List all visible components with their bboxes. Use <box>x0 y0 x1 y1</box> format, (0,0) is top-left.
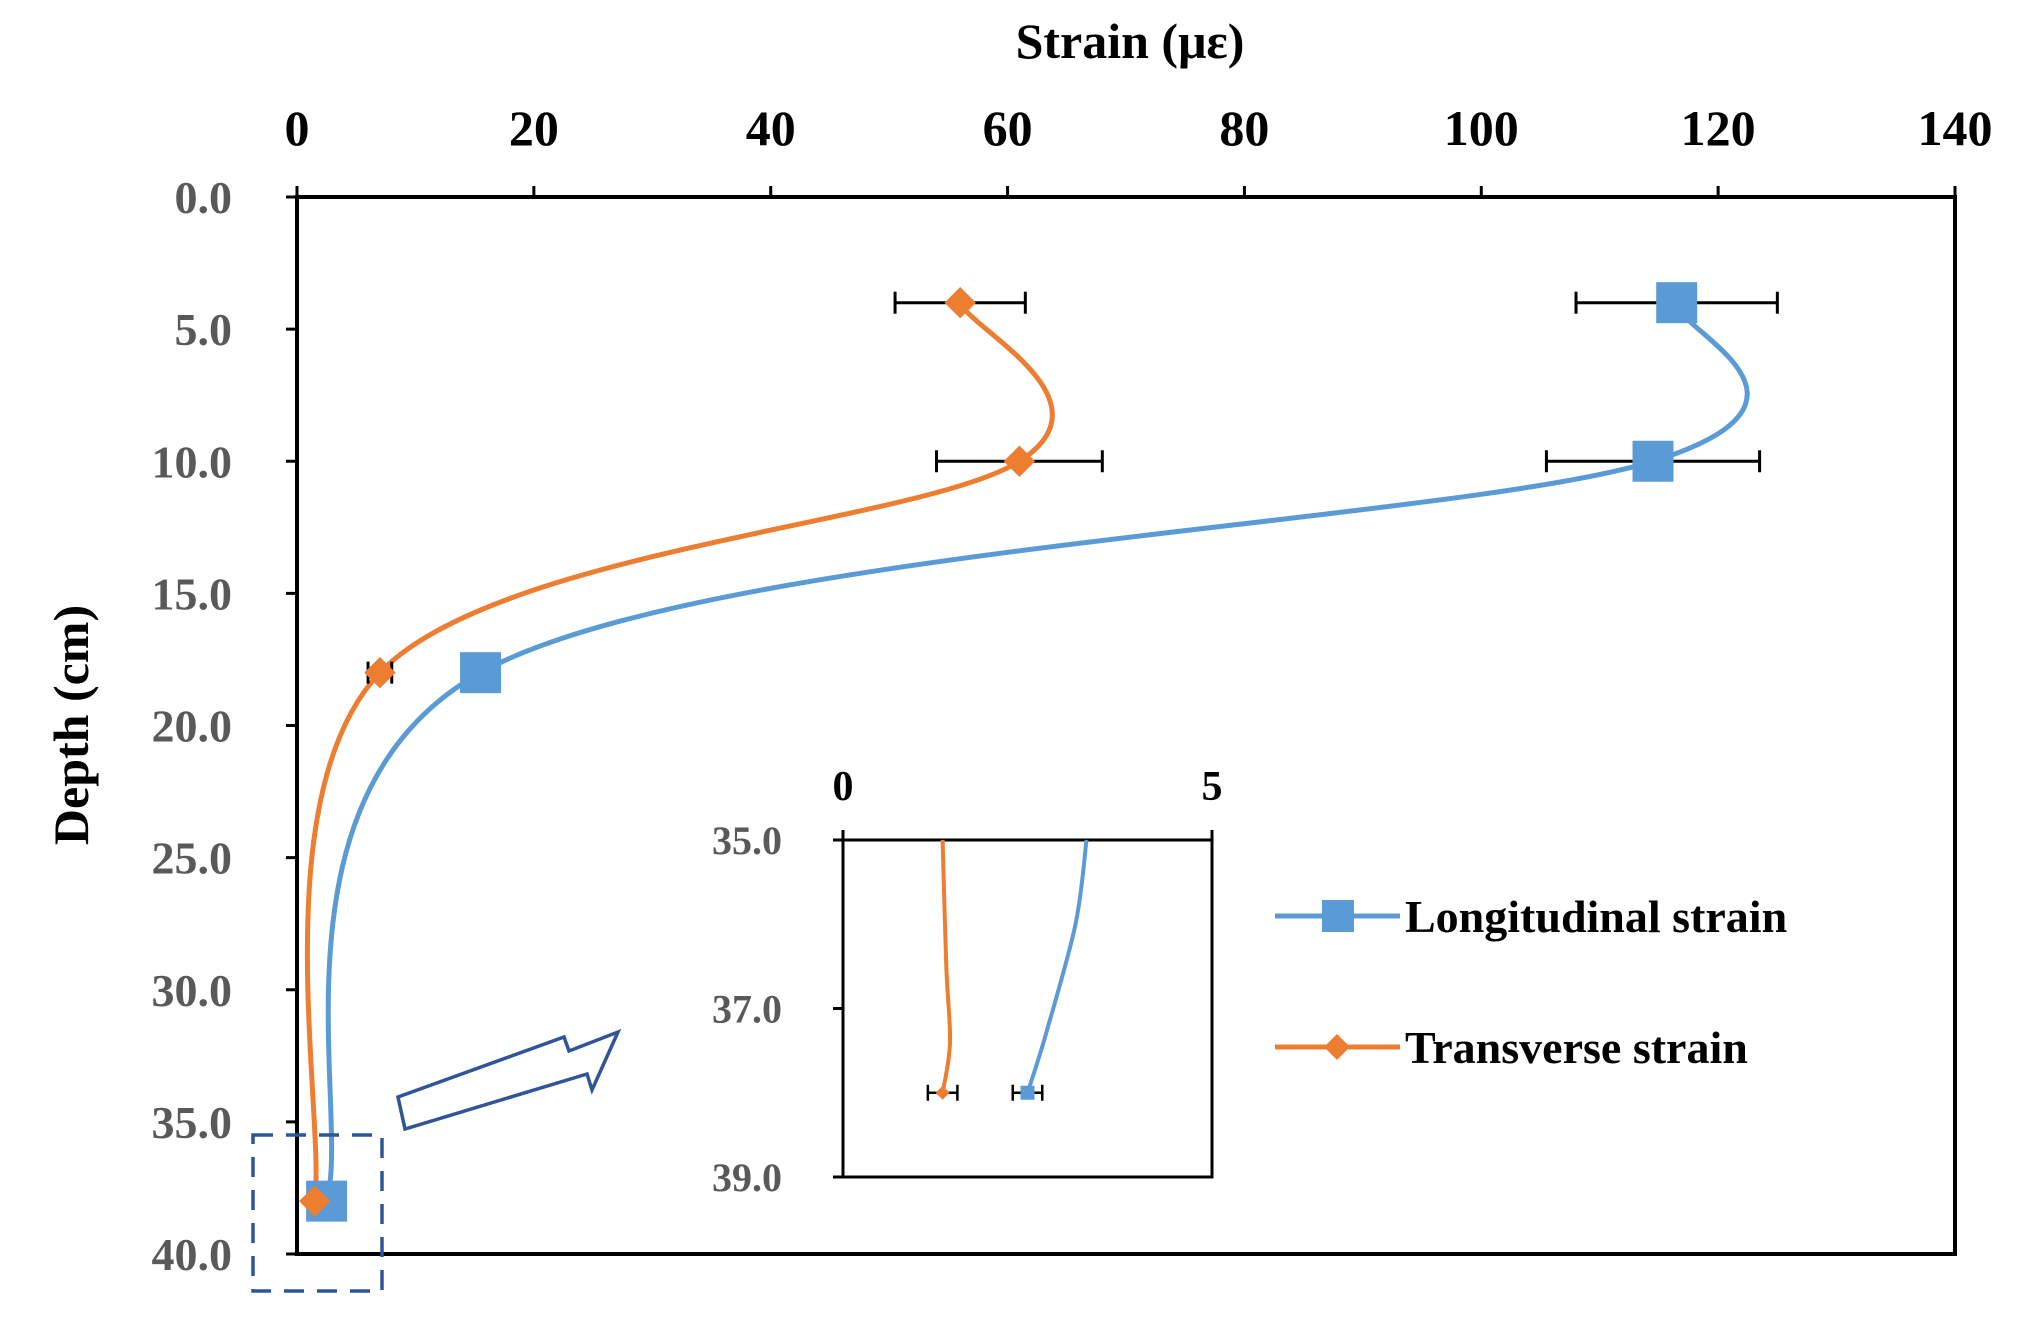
data-point-transverse <box>299 1185 331 1217</box>
legend-label: Longitudinal strain <box>1405 891 1787 942</box>
y-tick-label: 40.0 <box>152 1229 233 1280</box>
data-point-transverse <box>364 656 396 689</box>
error-bars <box>366 291 1779 684</box>
inset-frame <box>841 838 1214 1179</box>
data-point-transverse <box>1003 445 1036 477</box>
x-tick-label: 80 <box>1219 100 1269 156</box>
series-line-longitudinal <box>324 302 1750 1202</box>
legend-marker-square <box>1322 900 1354 932</box>
x-axis-title: Strain (με) <box>1016 13 1245 69</box>
inset-data-point-transverse <box>935 1085 950 1100</box>
inset-data-point-longitudinal <box>1020 1085 1035 1100</box>
x-tick-label: 40 <box>746 100 796 156</box>
inset-x-tick-label: 0 <box>833 764 854 810</box>
y-tick-label: 25.0 <box>152 833 233 884</box>
inset-x-tick-label: 5 <box>1202 764 1223 810</box>
y-tick-label: 20.0 <box>152 701 233 752</box>
x-tick-label: 20 <box>509 100 559 156</box>
inset-y-tick-label: 35.0 <box>712 818 782 863</box>
x-tick-label: 100 <box>1444 100 1519 156</box>
zoom-box <box>251 1133 384 1293</box>
zoom-arrow <box>395 1028 622 1132</box>
zoom-indicator <box>251 1028 622 1293</box>
legend-item: Transverse strain <box>1275 1022 1748 1073</box>
y-tick-label: 0.0 <box>175 172 233 223</box>
inset-y-tick-label: 39.0 <box>712 1155 782 1200</box>
series-line-transverse <box>304 301 1055 1202</box>
legend-item: Longitudinal strain <box>1275 891 1787 942</box>
legend-label: Transverse strain <box>1405 1022 1748 1073</box>
inset-line-longitudinal <box>1025 839 1089 1094</box>
data-point-longitudinal <box>1656 282 1698 324</box>
series-markers <box>299 282 1698 1222</box>
x-tick-label: 60 <box>983 100 1033 156</box>
y-tick-label: 10.0 <box>152 436 233 487</box>
data-point-longitudinal <box>1632 440 1674 482</box>
x-tick-label: 0 <box>285 100 310 156</box>
y-tick-label: 30.0 <box>152 965 233 1016</box>
x-tick-label: 120 <box>1681 100 1756 156</box>
y-tick-label: 35.0 <box>152 1097 233 1148</box>
main-plot: 0 20 40 60 80 100 120 140 0.0 5.0 10.0 15.0 20.0 25.0… <box>43 13 1993 1280</box>
y-tick-label: 5.0 <box>175 304 233 355</box>
data-point-transverse <box>944 286 976 319</box>
inset-y-tick-label: 37.0 <box>712 987 782 1032</box>
series-lines <box>304 301 1750 1202</box>
inset-line-transverse <box>940 839 953 1094</box>
inset-plot: 0 5 35.0 37.0 39.0 <box>712 764 1223 1200</box>
legend-marker-diamond <box>1324 1034 1350 1060</box>
y-tick-label: 15.0 <box>152 568 233 619</box>
x-tick-label: 140 <box>1918 100 1993 156</box>
data-point-longitudinal <box>460 652 502 694</box>
y-axis-title: Depth (cm) <box>43 605 99 845</box>
